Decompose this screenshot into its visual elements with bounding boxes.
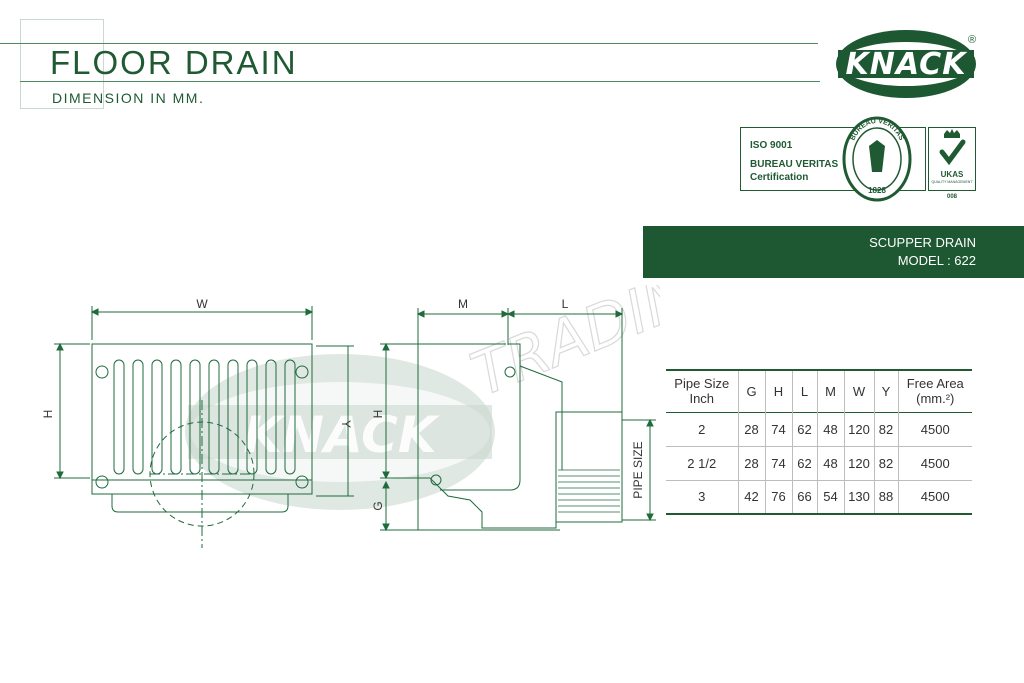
table-cell: 62 (792, 412, 818, 446)
label-w: W (196, 297, 208, 311)
crown-check-icon (939, 129, 966, 166)
column-header-text: Inch (689, 391, 715, 407)
table-cell: 2 1/2 (666, 446, 739, 480)
column-header: H (765, 370, 793, 412)
seal-figure-icon (869, 140, 885, 172)
column-header-text: Pipe Size (674, 376, 730, 392)
title-rule-top (0, 43, 818, 44)
bureau-veritas-seal: BUREAU VERITAS 1828 (842, 116, 912, 202)
table-cell: 42 (738, 480, 766, 514)
page-subtitle: DIMENSION IN MM. (52, 90, 205, 106)
table-cell: 82 (874, 412, 899, 446)
label-g: G (371, 501, 385, 510)
label-h-front: H (41, 410, 55, 419)
table-cell: 120 (844, 412, 875, 446)
iso-label: ISO 9001 (750, 140, 793, 151)
pipe-thread (558, 469, 620, 513)
product-name: SCUPPER DRAIN (869, 235, 976, 250)
bureau-veritas-label: BUREAU VERITAS (750, 159, 839, 170)
side-grate-plate (440, 343, 521, 491)
table-cell: 82 (874, 446, 899, 480)
column-header: W (844, 370, 875, 412)
table-cell: 62 (792, 446, 818, 480)
table-cell: 48 (817, 412, 845, 446)
watermark-brand: KNACK (243, 406, 439, 464)
model-banner: SCUPPER DRAIN MODEL : 622 (643, 226, 1024, 278)
column-header: Free Area(mm.²) (898, 370, 972, 412)
ukas-sub-label: QUALITY MANAGEMENT (931, 180, 973, 184)
table-cell: 130 (844, 480, 875, 514)
table-cell: 4500 (920, 489, 950, 505)
brand-logo: KNACK (836, 30, 976, 98)
column-header-text: (mm.²) (916, 391, 955, 407)
technical-drawing: KNACK TRADING (41, 285, 660, 548)
logo-text: KNACK (845, 46, 967, 82)
title-frame (20, 19, 104, 109)
pipe-socket (555, 411, 623, 523)
label-m: M (458, 297, 468, 311)
screw-icon (95, 365, 109, 379)
column-header: M (817, 370, 845, 412)
column-header: L (792, 370, 818, 412)
label-y: Y (339, 420, 353, 428)
registered-mark: ® (968, 34, 977, 46)
column-header-text: M (825, 383, 836, 399)
table-cell: 4500 (920, 455, 950, 471)
seal-year: 1828 (868, 186, 886, 195)
side-screw-icon (430, 474, 442, 486)
label-h-side: H (371, 410, 385, 419)
label-pipe-size: PIPE SIZE (631, 441, 645, 498)
side-body-outline (418, 470, 557, 529)
side-housing (519, 365, 563, 470)
page-title: FLOOR DRAIN (50, 44, 298, 81)
title-rule-bottom (20, 81, 820, 82)
logo-shape (836, 30, 976, 98)
column-header-text: H (773, 383, 784, 399)
column-header: Y (874, 370, 899, 412)
column-header: G (738, 370, 766, 412)
table-cell: 28 (738, 446, 766, 480)
table-cell: 48 (817, 446, 845, 480)
table-cell: 3 (666, 480, 739, 514)
table-cell: 74 (765, 446, 793, 480)
ukas-badge: UKAS QUALITY MANAGEMENT (928, 127, 976, 191)
side-screw-icon (504, 366, 516, 378)
column-header-text: Y (881, 383, 891, 399)
table-cell: 74 (765, 412, 793, 446)
ukas-number: 008 (946, 194, 957, 200)
screw-icon (295, 365, 309, 379)
table-cell: 76 (765, 480, 793, 514)
label-l: L (562, 297, 569, 311)
ukas-label: UKAS (940, 170, 964, 179)
screw-icon (95, 475, 109, 489)
column-header-text: L (800, 383, 809, 399)
model-number: MODEL : 622 (897, 253, 976, 268)
certification-box: ISO 9001 BUREAU VERITAS Certification (740, 127, 926, 191)
column-header-text: W (852, 383, 866, 399)
table-cell: 2 (666, 412, 739, 446)
table-cell: 28 (738, 412, 766, 446)
drain-body (111, 494, 289, 513)
column-header-text: Free Area (906, 376, 964, 392)
table-cell: 54 (817, 480, 845, 514)
table-cell: 120 (844, 446, 875, 480)
table-cell: 88 (874, 480, 899, 514)
certification-label: Certification (750, 172, 809, 183)
screw-icon (295, 475, 309, 489)
table-cell: 4500 (920, 421, 950, 437)
column-header-text: G (746, 383, 757, 399)
table-cell: 66 (792, 480, 818, 514)
